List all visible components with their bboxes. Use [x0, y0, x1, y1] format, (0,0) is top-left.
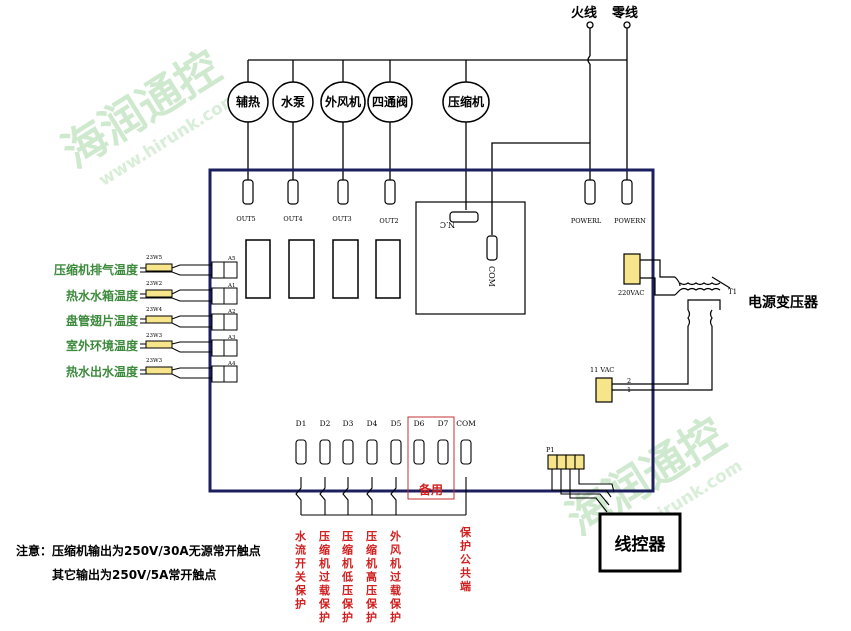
note-line-1: 注意：压缩机输出为250V/30A无源常开触点 — [16, 543, 261, 558]
ac11-connector — [595, 377, 613, 403]
protection-text: 外风机过载保护 — [389, 529, 402, 624]
ac220-connector — [623, 253, 641, 285]
sensor-code: 23W3 — [146, 333, 163, 339]
load-label: 四通阀 — [372, 94, 408, 109]
sensor-code: 23W2 — [146, 281, 162, 287]
sensor-code: 23W4 — [146, 307, 163, 313]
sensor-port: A5 — [227, 256, 236, 262]
loads — [227, 81, 490, 123]
load-label: 水泵 — [281, 94, 305, 109]
wire-controller — [598, 512, 682, 573]
protection-text: 压缩机高压保护 — [365, 529, 378, 624]
sensor-code: 23W5 — [146, 255, 163, 261]
controller-board — [208, 168, 655, 493]
sensor-name: 盘管翅片温度 — [66, 313, 139, 328]
ac220-label: 220VAC — [618, 289, 644, 297]
transformer-label: 电源变压器 — [748, 294, 819, 311]
output-label: OUT4 — [283, 215, 302, 223]
input-label: D5 — [391, 419, 402, 428]
transformer-pin: 1 — [627, 386, 631, 394]
power-terminal-label: POWERN — [614, 217, 646, 225]
com-label: COM — [487, 266, 496, 287]
transformer-pin: 2 — [627, 377, 631, 385]
input-label: D6 — [414, 419, 425, 428]
input-label: D1 — [296, 419, 307, 428]
power-terminal-label: POWERL — [571, 217, 602, 225]
load-label: 压缩机 — [448, 94, 484, 109]
sensor-section: 压缩机排气温度 热水水箱温度 盘管翅片温度 室外环境温度 热水出水温度 23W5… — [54, 255, 238, 383]
sensor-name: 压缩机排气温度 — [54, 262, 139, 277]
com-terminal — [486, 235, 498, 261]
transformer-id: T1 — [728, 288, 737, 296]
sensor-port: A4 — [227, 361, 236, 367]
sensor-port: A3 — [227, 335, 236, 341]
input-label: D2 — [320, 419, 331, 428]
nc-label: N.C — [440, 220, 455, 229]
relays — [245, 239, 401, 299]
p1-label: P1 — [546, 446, 555, 454]
sensor-port: A1 — [227, 283, 235, 289]
spare-box — [407, 416, 455, 500]
nc-terminal — [449, 211, 479, 223]
neutral-wire-label: 零线 — [611, 5, 638, 21]
spare-label: 备用 — [418, 482, 443, 497]
output-label: OUT5 — [236, 215, 255, 223]
input-label: D4 — [367, 419, 378, 428]
wire-controller-label: 线控器 — [615, 534, 667, 555]
compressor-relay-box — [415, 201, 526, 315]
protection-text: 压缩机低压保护 — [341, 529, 354, 624]
sensor-code: 23W3 — [146, 358, 163, 364]
note-line-2: 其它输出为250V/5A常开触点 — [52, 567, 216, 582]
input-label: D7 — [438, 419, 449, 428]
protection-text: 压缩机过载保护 — [318, 529, 331, 624]
sensor-name: 热水出水温度 — [66, 364, 139, 379]
ac11-label: 11 VAC — [590, 366, 614, 374]
watermark-top: 海润通控 www.hirunk.com — [54, 42, 242, 191]
protection-text: 水流开关保护 — [294, 529, 307, 611]
output-label: OUT2 — [379, 217, 398, 225]
input-terminals: D1 D2 D3 D4 D5 D6 D7 COM 备用 — [295, 416, 476, 516]
sensor-name: 热水水箱温度 — [66, 288, 139, 303]
input-label: COM — [456, 419, 476, 428]
protection-text: 保护公共端 — [459, 525, 472, 593]
output-terminals — [242, 179, 633, 205]
load-label: 辅热 — [236, 94, 260, 109]
power-input — [247, 21, 631, 180]
sensor-name: 室外环境温度 — [66, 338, 139, 353]
output-label: OUT3 — [332, 215, 351, 223]
live-wire-label: 火线 — [571, 5, 597, 21]
p1-connector — [547, 454, 615, 513]
input-label: D3 — [343, 419, 354, 428]
sensor-port: A2 — [227, 309, 235, 315]
protection-descriptions: 水流开关保护 压缩机过载保护 压缩机低压保护 压缩机高压保护 外风机过载保护 保… — [294, 525, 472, 624]
load-label: 外风机 — [325, 94, 361, 109]
